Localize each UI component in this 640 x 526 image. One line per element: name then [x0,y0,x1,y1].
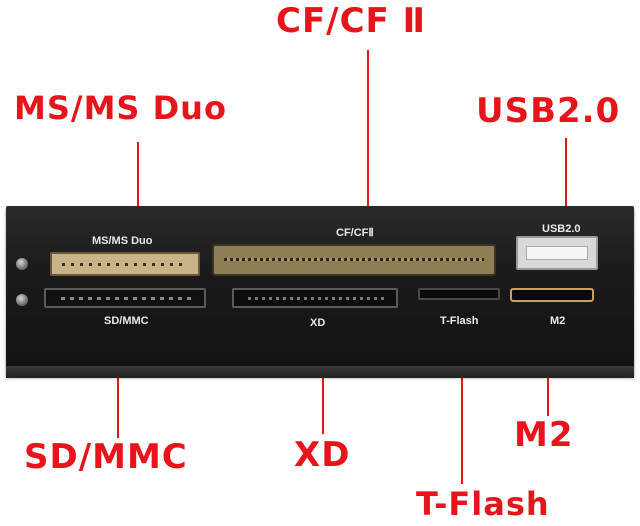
callout-xd: XD [294,435,351,475]
callout-ms: MS/MS Duo [14,89,227,127]
cf-slot [212,244,496,276]
led-indicator-top [16,258,28,270]
callout-tflash: T-Flash [416,485,550,523]
leader-line-tflash [461,292,463,484]
m2-slot [510,288,594,302]
xd-slot [232,288,398,308]
usb-port [516,236,598,270]
panel-bottom-edge [6,366,634,378]
leader-line-ms [137,142,139,242]
label-xd-slot: XD [310,317,326,329]
tflash-slot [418,288,500,300]
label-usb-port: USB2.0 [542,223,581,235]
label-sd-slot: SD/MMC [104,315,149,327]
ms-slot [50,252,200,276]
callout-sd: SD/MMC [24,437,188,477]
leader-line-sd [117,318,119,438]
callout-cf: CF/CF Ⅱ [276,1,427,41]
label-m2-slot: M2 [550,315,566,327]
label-tflash-slot: T-Flash [440,315,479,327]
led-indicator-bottom [16,294,28,306]
callout-m2: M2 [514,415,574,455]
label-cf-slot: CF/CFⅡ [336,227,374,239]
leader-line-usb [565,138,567,238]
sd-slot [44,288,206,308]
label-ms-slot: MS/MS Duo [92,235,153,247]
callout-usb: USB2.0 [476,91,621,131]
leader-line-cf [367,50,369,246]
